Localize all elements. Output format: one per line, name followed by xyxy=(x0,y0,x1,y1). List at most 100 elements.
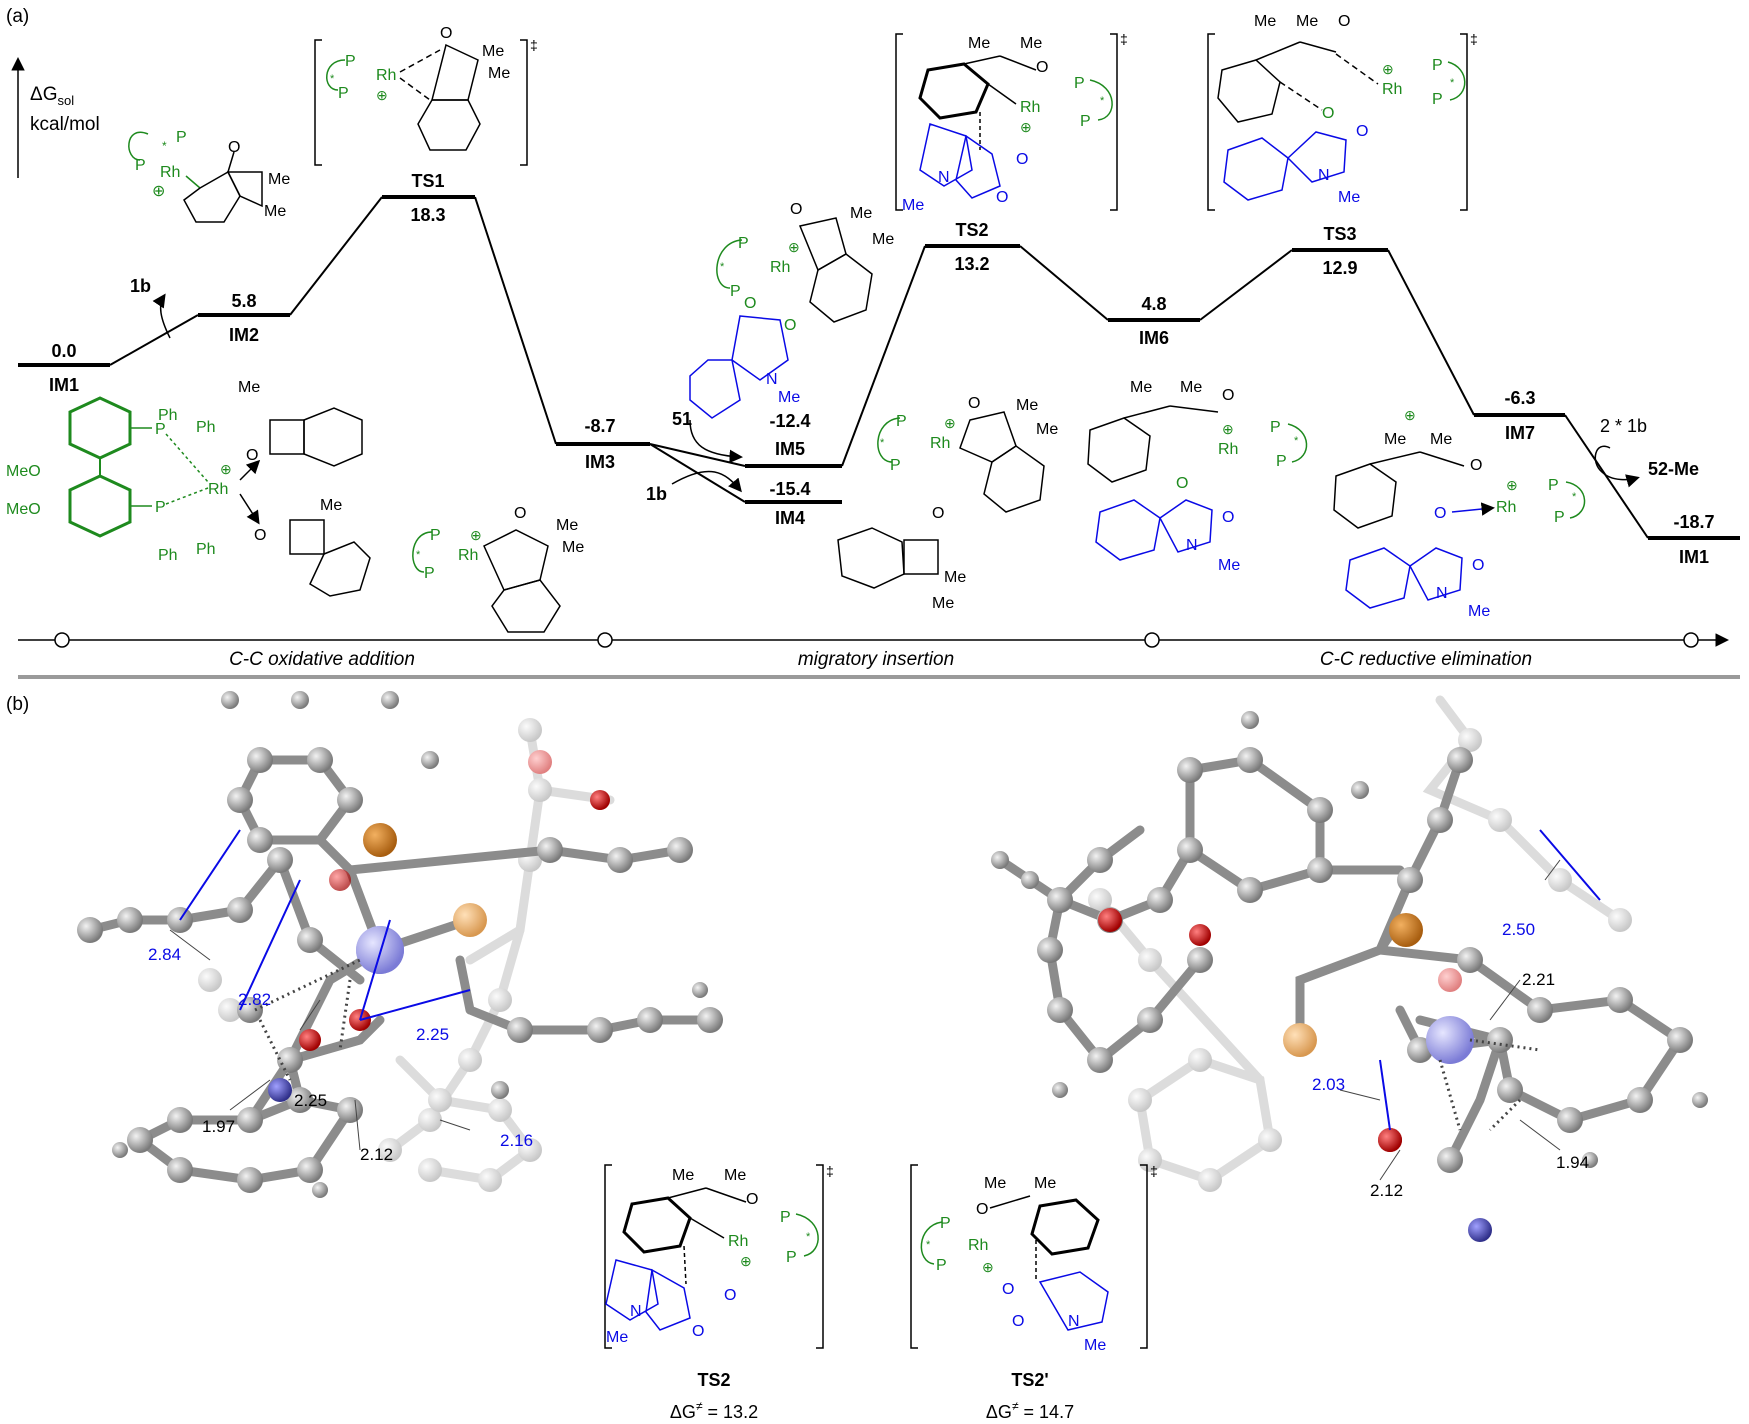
svg-text:⊕: ⊕ xyxy=(470,527,482,543)
svg-text:Ph: Ph xyxy=(196,419,216,436)
phase-oxidative-addition: C-C oxidative addition xyxy=(229,649,415,670)
svg-text:Me: Me xyxy=(482,43,504,60)
svg-text:O: O xyxy=(1222,387,1234,404)
svg-text:O: O xyxy=(1222,509,1234,526)
energy-IM7: -6.3 xyxy=(1504,388,1535,408)
svg-text:Rh: Rh xyxy=(1496,499,1516,516)
svg-text:O: O xyxy=(968,395,980,412)
svg-text:O: O xyxy=(724,1287,736,1304)
svg-text:P: P xyxy=(176,129,187,146)
svg-text:⊕: ⊕ xyxy=(1404,407,1416,423)
panel-label-b: (b) xyxy=(6,694,29,715)
dist-right-4: 2.12 xyxy=(1370,1181,1403,1200)
svg-text:O: O xyxy=(1356,123,1368,140)
axis-unit: kcal/mol xyxy=(30,114,100,135)
svg-text:N: N xyxy=(1318,167,1330,184)
energy-IM6: 4.8 xyxy=(1141,294,1166,314)
svg-text:Ph: Ph xyxy=(158,547,178,564)
label-release-2-1b: 2 * 1b xyxy=(1600,416,1647,436)
svg-text:N: N xyxy=(1186,537,1198,554)
svg-text:*: * xyxy=(720,261,725,273)
label-TS2: TS2 xyxy=(955,220,988,240)
panel-label-a: (a) xyxy=(6,6,29,27)
dist-left-2: 2.82 xyxy=(238,990,271,1009)
svg-text:O: O xyxy=(1470,457,1482,474)
svg-text:Me: Me xyxy=(1430,431,1452,448)
energy-IM5: -12.4 xyxy=(769,411,810,431)
svg-text:Me: Me xyxy=(264,203,286,220)
svg-text:Me: Me xyxy=(932,595,954,612)
svg-text:P: P xyxy=(1432,57,1443,74)
svg-text:Rh: Rh xyxy=(208,481,228,498)
svg-text:Me: Me xyxy=(724,1167,746,1184)
svg-text:P: P xyxy=(430,527,441,544)
energy-IM2: 5.8 xyxy=(231,291,256,311)
svg-text:O: O xyxy=(1338,13,1350,30)
svg-text:N: N xyxy=(1068,1313,1080,1330)
label-IM5: IM5 xyxy=(775,439,805,459)
svg-text:Me: Me xyxy=(1254,13,1276,30)
svg-text:P: P xyxy=(1432,91,1443,108)
svg-text:P: P xyxy=(155,421,166,438)
svg-text:N: N xyxy=(1436,585,1448,602)
svg-text:Me: Me xyxy=(1338,189,1360,206)
svg-text:O: O xyxy=(228,139,240,156)
struct-IM4: P P * Rh ⊕ O Me Me xyxy=(412,505,584,633)
label-add-1b: 1b xyxy=(646,484,667,504)
svg-text:O: O xyxy=(744,295,756,312)
energy-TS2: 13.2 xyxy=(954,254,989,274)
svg-text:O: O xyxy=(1176,475,1188,492)
label-IM2: IM2 xyxy=(229,325,259,345)
svg-text:⊕: ⊕ xyxy=(944,415,956,431)
svg-text:Me: Me xyxy=(872,231,894,248)
dist-left-6: 2.12 xyxy=(360,1145,393,1164)
svg-text:O: O xyxy=(746,1191,758,1208)
svg-text:O: O xyxy=(976,1201,988,1218)
svg-text:O: O xyxy=(784,317,796,334)
caption-TS2prime-name: TS2' xyxy=(1011,1370,1048,1390)
dist-left-3: 2.25 xyxy=(416,1025,449,1044)
svg-text:⊕: ⊕ xyxy=(220,461,232,477)
dist-left-1: 2.84 xyxy=(148,945,181,964)
svg-text:P: P xyxy=(780,1209,791,1226)
svg-text:P: P xyxy=(1074,75,1085,92)
dist-left-7: 2.16 xyxy=(500,1131,533,1150)
svg-text:Me: Me xyxy=(902,197,924,214)
side-labels: 1b 51 1b 2 * 1b 52-Me xyxy=(130,276,1699,504)
svg-text:O: O xyxy=(1012,1313,1024,1330)
energy-axis: ΔGsol kcal/mol xyxy=(11,57,100,178)
struct-IM7: ⊕ Me Me O O Rh ⊕ P P * O N Me xyxy=(1333,407,1586,620)
caption-TS2-dg: ΔG≠ = 13.2 xyxy=(670,1399,758,1422)
caption-TS2-name: TS2 xyxy=(697,1370,730,1390)
svg-text:Me: Me xyxy=(984,1175,1006,1192)
svg-text:Rh: Rh xyxy=(968,1237,988,1254)
svg-text:Rh: Rh xyxy=(728,1233,748,1250)
svg-text:*: * xyxy=(416,549,421,561)
svg-text:O: O xyxy=(1016,151,1028,168)
svg-text:O: O xyxy=(996,189,1008,206)
svg-text:⊕: ⊕ xyxy=(1020,119,1032,135)
svg-text:O: O xyxy=(254,527,266,544)
svg-text:O: O xyxy=(514,505,526,522)
energy-TS1: 18.3 xyxy=(410,205,445,225)
svg-text:P: P xyxy=(896,413,907,430)
dist-left-5: 1.97 xyxy=(202,1117,235,1136)
svg-text:*: * xyxy=(1100,95,1105,107)
svg-text:P: P xyxy=(1548,477,1559,494)
label-TS3: TS3 xyxy=(1323,224,1356,244)
label-release-1b: 1b xyxy=(130,276,151,296)
svg-text:O: O xyxy=(1434,505,1446,522)
svg-text:MeO: MeO xyxy=(6,463,41,480)
svg-text:P: P xyxy=(730,283,741,300)
svg-text:*: * xyxy=(330,73,335,85)
svg-text:*: * xyxy=(1450,77,1455,89)
svg-text:Me: Me xyxy=(1130,379,1152,396)
level-texts: 0.0 IM1 5.8 IM2 TS1 18.3 -8.7 IM3 -12.4 … xyxy=(49,171,1715,567)
svg-text:O: O xyxy=(440,25,452,42)
svg-text:P: P xyxy=(940,1215,951,1232)
svg-text:Me: Me xyxy=(778,389,800,406)
model-TS2prime-3d: 2.50 2.21 2.03 2.12 1.94 xyxy=(991,695,1708,1242)
svg-text:Me: Me xyxy=(268,171,290,188)
struct-IM3-complex: MeO MeO P P Ph Ph Ph Ph Rh ⊕ O O Me Me xyxy=(6,379,371,597)
svg-text:P: P xyxy=(786,1249,797,1266)
